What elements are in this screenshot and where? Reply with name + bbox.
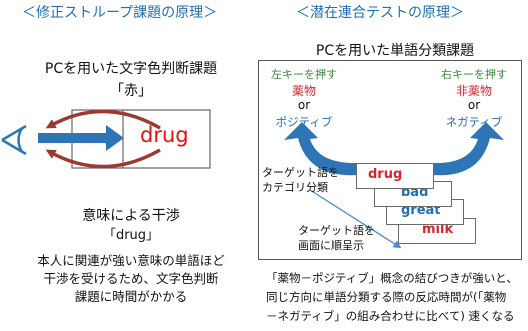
sequence-arrow — [309, 189, 402, 249]
target-label-2b: 画面に順呈示 — [298, 239, 364, 252]
word-card-milk-text: milk — [422, 222, 454, 237]
color-word-label: 「赤」 — [110, 83, 152, 99]
gaze-arrow — [38, 125, 124, 151]
left-key-word2: ポジティブ — [275, 115, 333, 129]
iat-bottom-line-3: －ネガティブ」の組み合わせに比べて) 速くなる — [266, 309, 515, 323]
interference-arrow-bottom — [45, 148, 161, 169]
stroop-diagram — [1, 109, 211, 169]
word-card-drug-text: drug — [368, 167, 403, 182]
explanation-line-3: 課題に時間がかかる — [74, 289, 188, 304]
explanation-line-1: 本人に関連が強い意味の単語ほど — [37, 253, 225, 268]
iat-bottom-line-1: 「薬物－ポジティブ」概念の結びつきが強いと、 — [266, 271, 518, 285]
iat-bottom-line-2: 同じ方向に単語分類する際の反応時間が(「薬物 — [266, 290, 507, 304]
right-classify-arrow — [434, 122, 504, 176]
stimulus-word: drug — [140, 123, 189, 147]
left-panel-title: PCを用いた文字色判断課題 — [44, 61, 218, 77]
left-key-word1: 薬物 — [291, 84, 316, 98]
right-panel-title: PCを用いた単語分類課題 — [315, 43, 475, 59]
target-label-2a: ターゲット語を — [298, 224, 375, 237]
right-panel-header: ＜潜在連合テストの原理＞ — [296, 5, 464, 21]
right-key-word1: 非薬物 — [455, 84, 492, 98]
eye-icon — [1, 124, 27, 156]
left-panel-header: ＜修正ストループ課題の原理＞ — [22, 5, 218, 21]
explanation-line-2: 干渉を受けるため、文字色判断 — [43, 271, 219, 286]
word-card-drug — [356, 163, 434, 189]
target-label-1a: ターゲット語を — [262, 166, 339, 179]
iat-frame — [258, 60, 522, 260]
iat-arrows — [284, 122, 504, 249]
right-key-or: or — [467, 98, 481, 112]
interference-subtitle: 意味による干渉 — [82, 208, 180, 224]
left-classify-arrow — [284, 122, 358, 176]
interference-arrow-top — [45, 109, 161, 130]
drug-quote: 「drug」 — [102, 228, 160, 243]
target-label-1b: カテゴリ分類 — [262, 181, 328, 194]
left-key-or: or — [297, 98, 311, 112]
right-key-label: 右キーを押す — [441, 68, 507, 81]
left-key-label: 左キーを押す — [271, 68, 337, 81]
